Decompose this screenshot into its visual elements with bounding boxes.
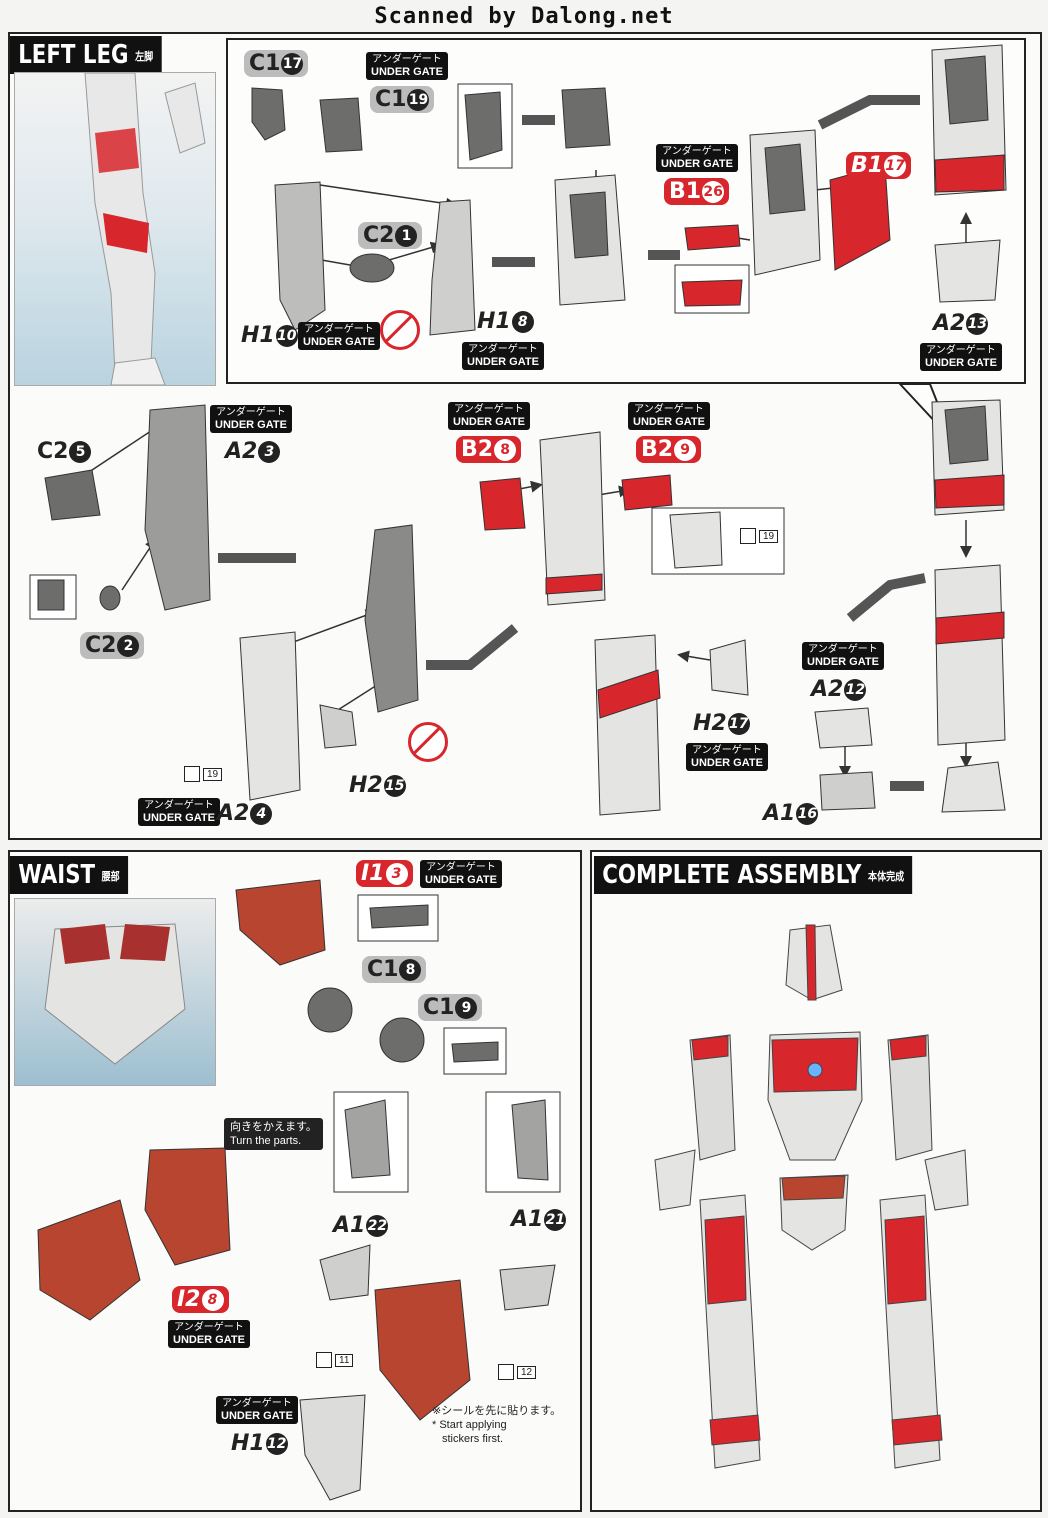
left-leg-photo xyxy=(14,72,216,386)
left-leg-title-jp: 左脚 xyxy=(135,49,154,63)
waist-heading: WAIST 腰部 xyxy=(10,856,128,894)
sticker-icon: 19 xyxy=(184,766,223,782)
arrow-icon xyxy=(817,95,920,130)
left-leg-heading: LEFT LEG 左脚 xyxy=(10,36,162,74)
waist-photo-illustration xyxy=(44,923,186,1065)
complete-assembly-heading: COMPLETE ASSEMBLY 本体完成 xyxy=(594,856,913,894)
waist-photo xyxy=(14,898,216,1086)
waist-title: WAIST xyxy=(18,860,96,890)
waist-title-jp: 腰部 xyxy=(101,869,120,883)
no-cut-icon xyxy=(408,722,448,762)
sticker-icon: 12 xyxy=(498,1364,537,1380)
sticker-icon: 19 xyxy=(740,528,779,544)
arrow-icon xyxy=(426,624,519,670)
no-cut-icon xyxy=(380,310,420,350)
watermark: Scanned by Dalong.net xyxy=(374,4,674,29)
leg-photo-illustration xyxy=(84,73,206,385)
arrow-icon xyxy=(846,573,926,622)
leg-parts-illustration xyxy=(29,44,1007,816)
complete-assembly-title-jp: 本体完成 xyxy=(868,869,905,883)
complete-assembly-title: COMPLETE ASSEMBLY xyxy=(602,860,862,890)
turn-parts-note: 向きをかえます。Turn the parts. xyxy=(224,1118,323,1150)
left-leg-title: LEFT LEG xyxy=(18,40,129,70)
sticker-icon: 11 xyxy=(316,1352,354,1368)
